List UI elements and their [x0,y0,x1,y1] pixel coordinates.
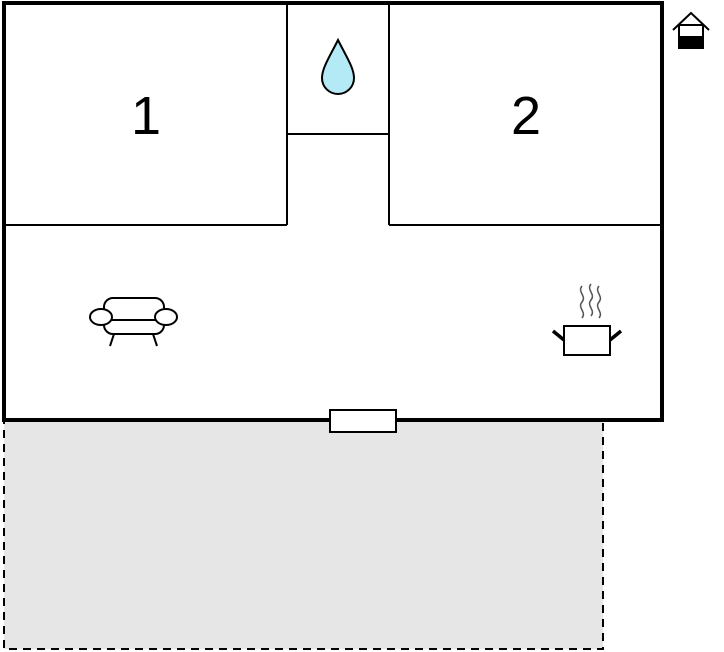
interior-walls [4,3,662,226]
cooking-pot-icon [551,283,623,356]
room-label-2: 2 [511,86,541,146]
room-label-1: 1 [131,86,161,146]
terrace-area [3,419,604,650]
house-floor-icon [672,11,710,49]
water-drop-icon [320,37,356,95]
sofa-icon [89,297,178,347]
door-icon [329,409,397,433]
